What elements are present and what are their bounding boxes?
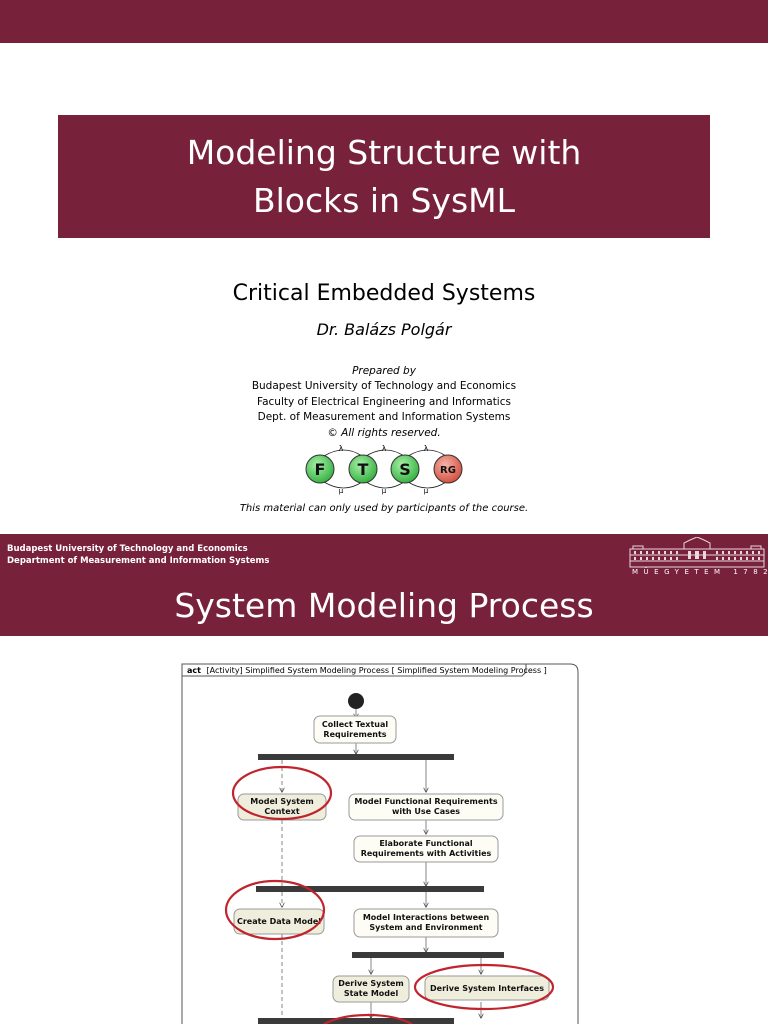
author-name: Dr. Balázs Polgár — [316, 320, 452, 339]
diagram-frame: act [Activity] Simplified System Modelin… — [181, 663, 579, 1024]
logo-lambda-1: λ — [339, 444, 344, 453]
svg-text:Derive System: Derive System — [338, 979, 404, 988]
highlight-derive-system-interfaces — [413, 963, 555, 1011]
fork-bar-4 — [258, 1018, 454, 1024]
slide-title: Modeling Structure with Blocks in SysML — [186, 132, 582, 220]
svg-text:State Model: State Model — [344, 989, 399, 998]
highlight-next-action — [322, 1013, 414, 1024]
muegyetem-watermark: MŰEGYETEM 1782 — [632, 568, 768, 576]
svg-text:Requirements with Activities: Requirements with Activities — [361, 849, 492, 858]
logo-mu-3: μ — [424, 487, 429, 495]
fork-bar-3 — [352, 952, 504, 958]
department-name: Department of Measurement and Informatio… — [7, 556, 270, 566]
activity-diagram: act [Activity] Simplified System Modelin… — [181, 663, 579, 1024]
fork-bar-1 — [258, 754, 454, 760]
svg-text:Elaborate Functional: Elaborate Functional — [379, 839, 473, 848]
university-info: Budapest University of Technology and Ec… — [7, 543, 269, 567]
university-name: Budapest University of Technology and Ec… — [7, 544, 248, 554]
action-elaborate-functional-requirements: Elaborate Functional Requirements with A… — [353, 835, 499, 863]
ftsrg-logo: λ λ λ μ μ μ F T S RG — [305, 444, 463, 495]
logo-letter-f: F — [315, 460, 326, 479]
fork-bar-2 — [256, 886, 484, 892]
affiliation-faculty: Faculty of Electrical Engineering and In… — [257, 396, 511, 408]
logo-lambda-3: λ — [424, 444, 429, 453]
svg-text:Model System: Model System — [250, 797, 313, 806]
svg-text:act [Activity] Simplifie: act [Activity] Simplified System Modelin… — [187, 666, 547, 675]
highlight-create-data-model — [224, 879, 326, 941]
svg-text:Collect Textual: Collect Textual — [322, 720, 389, 729]
svg-text:Requirements: Requirements — [323, 730, 386, 739]
action-model-functional-requirements: Model Functional Requirements with Use C… — [348, 793, 504, 821]
affiliation-university: Budapest University of Technology and Ec… — [251, 380, 517, 392]
action-collect-textual-requirements: Collect Textual Requirements — [313, 715, 397, 744]
svg-text:Context: Context — [264, 807, 299, 816]
svg-text:Model Functional Requirements: Model Functional Requirements — [354, 797, 497, 806]
svg-text:Derive System Interfaces: Derive System Interfaces — [430, 984, 544, 993]
action-model-system-context: Model System Context — [237, 793, 327, 821]
frame-kind-label: act — [187, 666, 201, 675]
top-banner — [0, 0, 768, 43]
usage-disclaimer: This material can only used by participa… — [239, 503, 529, 514]
svg-text:Create Data Model: Create Data Model — [237, 917, 321, 926]
slide2-title: System Modeling Process — [174, 586, 594, 625]
action-derive-system-interfaces: Derive System Interfaces — [424, 975, 550, 1001]
logo-letters-rg: RG — [440, 465, 456, 476]
logo-letter-t: T — [358, 460, 369, 479]
highlight-model-system-context — [231, 765, 333, 821]
action-model-interactions: Model Interactions between System and En… — [353, 908, 499, 938]
logo-lambda-2: λ — [382, 444, 387, 453]
logo-mu-2: μ — [382, 487, 387, 495]
svg-text:Model Interactions between: Model Interactions between — [363, 913, 490, 922]
course-name: Critical Embedded Systems — [232, 281, 536, 306]
frame-title: [Activity] Simplified System Modeling Pr… — [207, 666, 547, 675]
title-box: Modeling Structure with Blocks in SysML — [58, 115, 710, 238]
copyright-notice: © All rights reserved. — [327, 427, 441, 439]
prepared-by: Prepared by — [352, 365, 416, 377]
logo-mu-1: μ — [339, 487, 344, 495]
action-derive-system-state-model: Derive System State Model — [332, 975, 410, 1003]
affiliation-department: Dept. of Measurement and Information Sys… — [257, 411, 511, 423]
svg-text:with Use Cases: with Use Cases — [392, 807, 460, 816]
initial-node — [348, 693, 364, 709]
logo-letter-s: S — [399, 460, 411, 479]
action-create-data-model: Create Data Model — [233, 908, 325, 935]
university-building-logo — [629, 537, 765, 568]
svg-text:System and Environment: System and Environment — [369, 923, 482, 932]
